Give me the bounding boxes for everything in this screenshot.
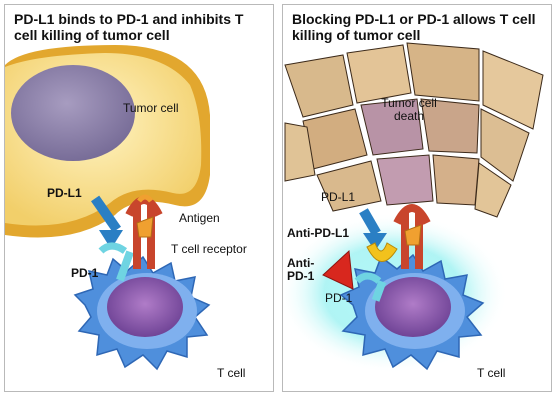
label-antigen: Antigen: [179, 211, 220, 225]
label-t-cell: T cell: [477, 366, 506, 380]
t-cell-receptor-protein: [393, 204, 431, 269]
tumor-nucleus: [11, 65, 135, 161]
pd-l1-binding-illustration: [5, 45, 211, 371]
label-t-cell: T cell: [217, 366, 246, 380]
label-anti-pd-l1: Anti-PD-L1: [287, 226, 349, 240]
t-cell-nucleus: [107, 277, 183, 337]
anti-pd-1-antibody: [322, 249, 354, 290]
pd-1-protein: [354, 272, 387, 302]
pd-l1-protein: [359, 208, 387, 251]
label-tumor-cell-death: Tumor cell death: [381, 96, 437, 123]
antigen-protein: [136, 194, 154, 238]
label-pd-1: PD-1: [325, 291, 353, 305]
panel-title-left: PD-L1 binds to PD-1 and inhibits T cell …: [14, 11, 244, 43]
pd-1-protein: [98, 242, 134, 282]
label-pd-l1: PD-L1: [321, 190, 356, 204]
label-tumor-cell: Tumor cell: [123, 101, 179, 115]
dying-tumor-fragments: [284, 42, 544, 218]
t-cell: [73, 255, 211, 371]
panel-pd-l1-binding: PD-L1 binds to PD-1 and inhibits T cell …: [4, 4, 274, 392]
label-pd-1: PD-1: [71, 266, 99, 280]
t-cell: [339, 253, 485, 371]
t-cell-nucleus: [375, 277, 451, 337]
panel-title-right: Blocking PD-L1 or PD-1 allows T cell kil…: [292, 11, 536, 43]
label-anti-pd-1: Anti-PD-1: [287, 256, 315, 283]
checkpoint-blockade-illustration: [283, 42, 544, 373]
panel-checkpoint-blockade: Blocking PD-L1 or PD-1 allows T cell kil…: [282, 4, 552, 392]
pd-l1-protein: [91, 195, 123, 249]
tumor-cell: [5, 45, 210, 238]
anti-pd-l1-antibody: [366, 242, 398, 262]
label-pd-l1: PD-L1: [47, 186, 82, 200]
label-t-cell-receptor: T cell receptor: [171, 242, 247, 256]
